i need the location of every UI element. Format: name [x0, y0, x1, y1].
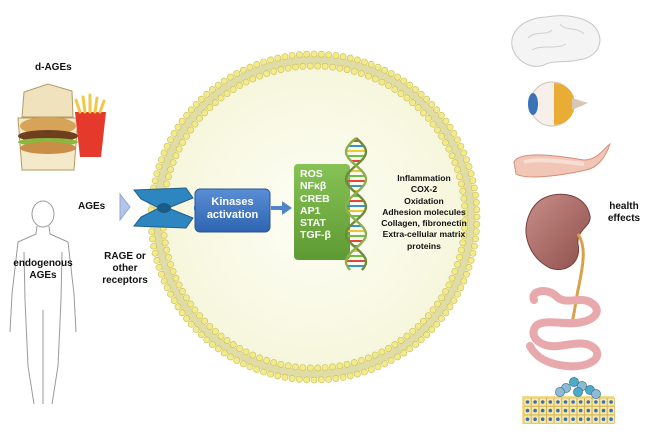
health-line: effects	[607, 213, 641, 224]
effect-item: Extra-cellular matrix	[382, 229, 466, 240]
receptor-icon	[133, 187, 194, 229]
effect-item: proteins	[407, 240, 441, 251]
brain-icon	[511, 15, 601, 67]
blood-vessel-icon	[513, 142, 611, 178]
factor-creb: CREB	[300, 192, 330, 205]
tissue-cells-icon	[522, 377, 615, 424]
effect-item: Adhesion molecules	[382, 206, 466, 217]
receptor-line: RAGE or	[104, 251, 146, 262]
factor-ap1: AP1	[300, 204, 321, 217]
cell-membrane	[147, 50, 481, 384]
effect-item: Oxidation	[404, 195, 444, 206]
health-line: health	[609, 201, 639, 212]
kidney-icon	[525, 193, 591, 323]
effect-item: COX-2	[410, 184, 438, 195]
cellular-effects-list: Inflammation COX-2 Oxidation Adhesion mo…	[368, 173, 480, 252]
d-ages-label: d-AGEs	[35, 62, 72, 73]
food-icon	[17, 83, 106, 171]
kinase-line: Kinases	[211, 196, 254, 208]
transcription-factor-box	[294, 164, 350, 260]
age-triangle-icon	[119, 192, 131, 222]
factor-tgf-beta: TGF-β	[300, 229, 331, 242]
kinase-box	[194, 188, 271, 233]
ages-label: AGEs	[78, 201, 106, 212]
effect-item: Inflammation	[397, 173, 451, 183]
eye-icon	[528, 81, 588, 127]
endogenous-ages-label: endogenous AGEs	[10, 258, 76, 282]
receptor-line: receptors	[102, 275, 148, 286]
receptor-line: other	[112, 263, 138, 274]
endogenous-line: endogenous	[13, 258, 73, 269]
effect-item: Collagen, fibronectin	[381, 218, 467, 229]
receptor-label: RAGE or other receptors	[96, 251, 154, 287]
dna-helix-icon	[344, 137, 368, 271]
health-effects-label: health effects	[603, 201, 645, 225]
factor-nfkb: NFκβ	[300, 180, 327, 193]
endogenous-line: AGEs	[29, 270, 57, 281]
human-body-icon	[9, 200, 77, 405]
arrow-head-icon	[282, 201, 292, 215]
factor-stat: STAT	[300, 217, 326, 230]
intestine-icon	[526, 287, 602, 371]
transcription-factor-list: ROS NFκβ CREB AP1 STAT TGF-β	[300, 168, 344, 242]
kinase-activation-label: Kinases activation	[195, 196, 270, 222]
factor-ros: ROS	[300, 168, 323, 180]
kinase-line: activation	[206, 209, 259, 221]
